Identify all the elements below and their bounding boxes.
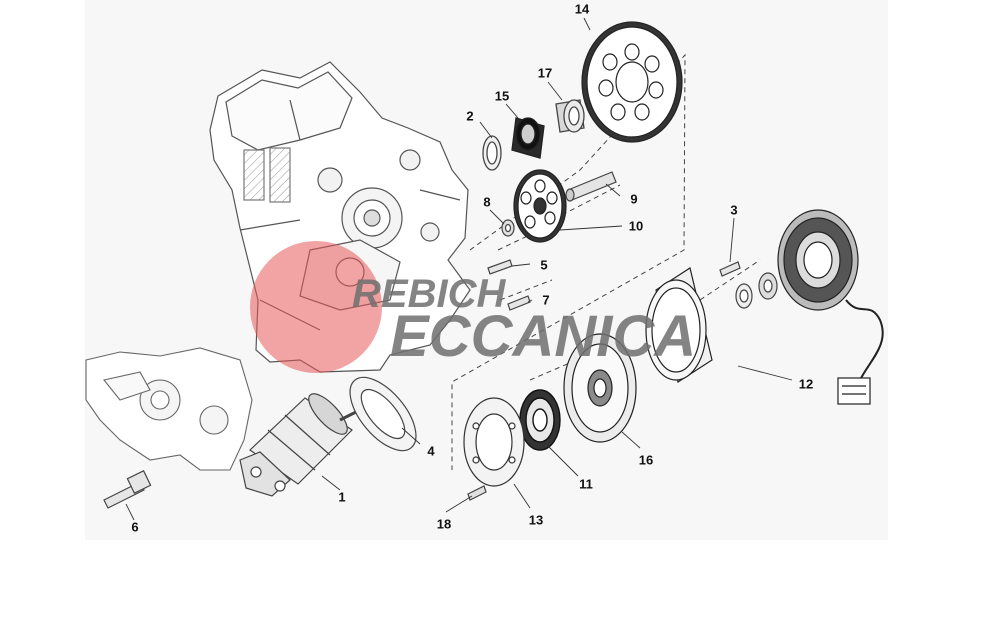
watermark-text-line2: ECCANICA xyxy=(390,304,696,369)
callout-13: 13 xyxy=(528,512,544,528)
callout-11: 11 xyxy=(579,476,593,492)
starter-motor xyxy=(239,393,361,497)
brand-watermark: REBICH ECCANICA xyxy=(250,241,696,373)
shaft xyxy=(565,171,617,202)
callout-18: 18 xyxy=(436,516,452,532)
gasket xyxy=(349,376,417,452)
idler-gear xyxy=(513,169,567,243)
bolt-6 xyxy=(103,470,152,509)
callout-15: 15 xyxy=(494,88,510,104)
flywheel-hub xyxy=(563,333,637,443)
screw-18 xyxy=(467,485,487,501)
callout-3: 3 xyxy=(730,202,738,218)
callout-17: 17 xyxy=(537,65,553,81)
bolt-7 xyxy=(507,295,531,311)
nut xyxy=(501,219,515,237)
callout-8: 8 xyxy=(483,194,491,210)
callout-10: 10 xyxy=(628,218,644,234)
freewheel-clutch xyxy=(519,389,561,451)
callout-1: 1 xyxy=(338,489,346,505)
stator-washer xyxy=(735,272,778,309)
callout-5: 5 xyxy=(540,257,548,273)
bushing xyxy=(555,99,585,133)
stator xyxy=(777,209,884,405)
callout-7: 7 xyxy=(542,292,550,308)
callout-2: 2 xyxy=(466,108,474,124)
leader-lines xyxy=(125,17,793,521)
washer xyxy=(482,135,502,171)
callout-9: 9 xyxy=(630,191,638,207)
plate xyxy=(463,397,525,487)
watermark-circle xyxy=(250,241,382,373)
callout-14: 14 xyxy=(574,1,590,17)
engine-crankcase-lower xyxy=(85,347,253,471)
bolt-3 xyxy=(719,261,741,277)
callout-4: 4 xyxy=(427,443,435,459)
rotor-housing xyxy=(645,267,713,383)
starter-ring-gear xyxy=(581,21,683,143)
callout-6: 6 xyxy=(131,519,139,535)
watermark-text-line1: REBICH xyxy=(352,272,506,316)
needle-bearing xyxy=(511,117,545,159)
callout-12: 12 xyxy=(798,376,814,392)
callout-16: 16 xyxy=(638,452,654,468)
